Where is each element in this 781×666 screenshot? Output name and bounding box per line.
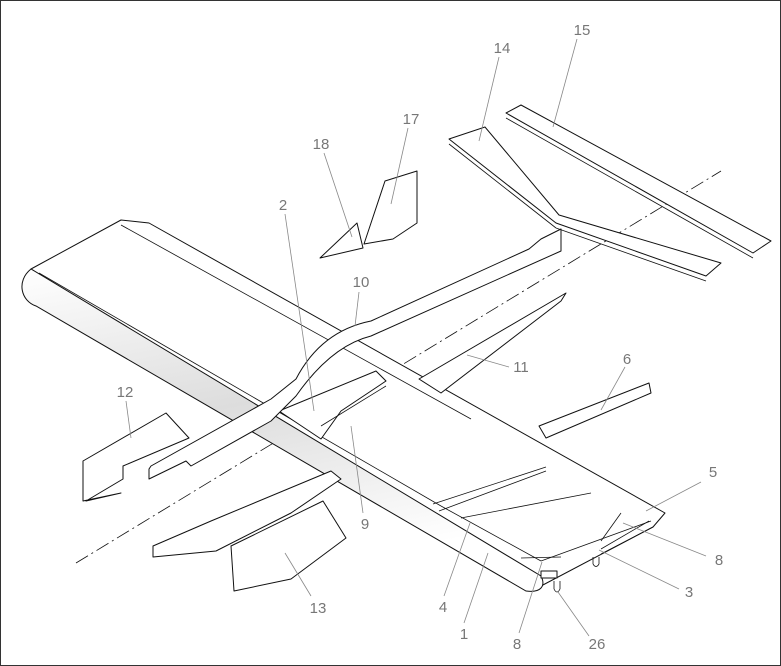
label-2: 2	[279, 197, 287, 214]
label-4: 4	[439, 599, 447, 616]
label-8-right: 8	[715, 552, 723, 569]
part-6-rib	[538, 382, 652, 439]
part-17-fin	[363, 170, 418, 245]
leader-lines	[125, 38, 707, 637]
label-18: 18	[313, 136, 330, 153]
part-9-center-rib	[278, 370, 387, 440]
label-13: 13	[310, 600, 327, 617]
label-5: 5	[709, 464, 717, 481]
label-10: 10	[353, 274, 370, 291]
label-9: 9	[361, 516, 369, 533]
part-13-doubler	[230, 500, 347, 592]
label-1: 1	[460, 626, 468, 643]
part-18-rudder	[319, 222, 364, 259]
part-26-wire	[553, 581, 561, 593]
part-8-block	[540, 570, 558, 579]
part-14-stabilizer	[448, 126, 722, 277]
label-8-bottom: 8	[513, 636, 521, 653]
label-26: 26	[589, 636, 606, 653]
label-6: 6	[623, 351, 631, 368]
part-15-elevator	[505, 104, 772, 254]
label-14: 14	[494, 40, 511, 57]
label-17: 17	[403, 111, 420, 128]
part-1-leading-edge	[21, 268, 544, 592]
label-11: 11	[513, 359, 529, 376]
label-15: 15	[574, 22, 591, 39]
part-11-boom	[418, 292, 567, 394]
part-fuselage-lower	[152, 470, 342, 558]
label-12: 12	[117, 384, 134, 401]
label-3: 3	[685, 584, 693, 601]
part-10-fuselage	[148, 228, 562, 480]
part-12-doubler	[82, 412, 190, 502]
